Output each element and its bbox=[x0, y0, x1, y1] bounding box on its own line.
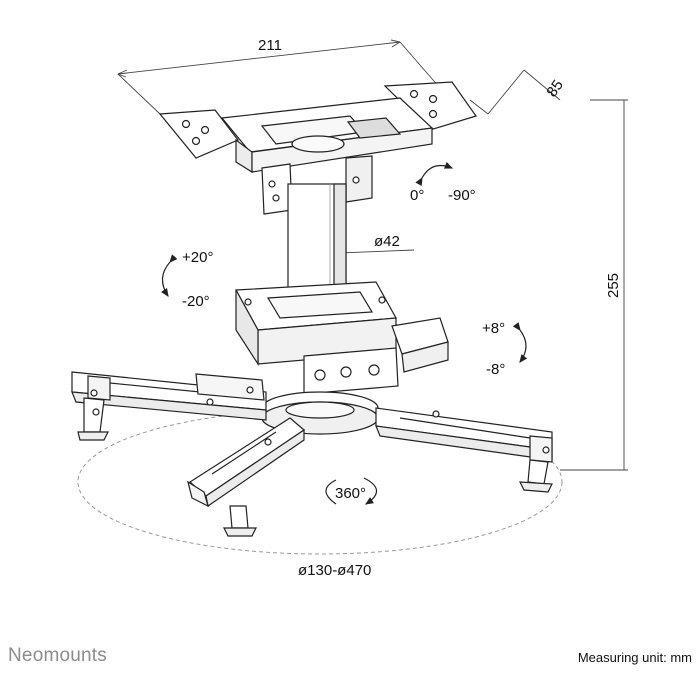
depth-label: 85 bbox=[543, 77, 566, 100]
span-label: ø130-ø470 bbox=[298, 562, 371, 579]
width-label: 211 bbox=[258, 37, 282, 54]
swivel-360-label: 360° bbox=[335, 485, 366, 502]
top-hinge bbox=[261, 155, 373, 215]
roll-arrow-icon bbox=[512, 322, 528, 363]
tilt-head bbox=[235, 281, 449, 395]
rotate-minus90-label: -90° bbox=[448, 187, 476, 204]
rotation-arrows bbox=[161, 161, 528, 504]
tilt-plus20-label: +20° bbox=[182, 249, 213, 266]
depth-dimension bbox=[469, 69, 561, 115]
swivel-arrow-icon bbox=[325, 477, 378, 504]
roll-minus8-label: -8° bbox=[486, 361, 505, 378]
tilt-minus20-label: -20° bbox=[182, 293, 210, 310]
spider-arms bbox=[71, 371, 553, 537]
rotate-0-label: 0° bbox=[410, 187, 424, 204]
tube-label: ø42 bbox=[374, 233, 400, 250]
ceiling-plate bbox=[158, 81, 477, 174]
height-dimension bbox=[560, 99, 628, 471]
measuring-unit-note: Measuring unit: mm bbox=[577, 650, 692, 665]
brand-logo: Neomounts bbox=[8, 645, 107, 666]
width-dimension bbox=[117, 39, 441, 115]
top-rotate-arrow-icon bbox=[415, 161, 454, 187]
height-label: 255 bbox=[605, 273, 622, 298]
roll-plus8-label: +8° bbox=[482, 320, 505, 337]
tilt-arrow-icon bbox=[161, 254, 178, 297]
